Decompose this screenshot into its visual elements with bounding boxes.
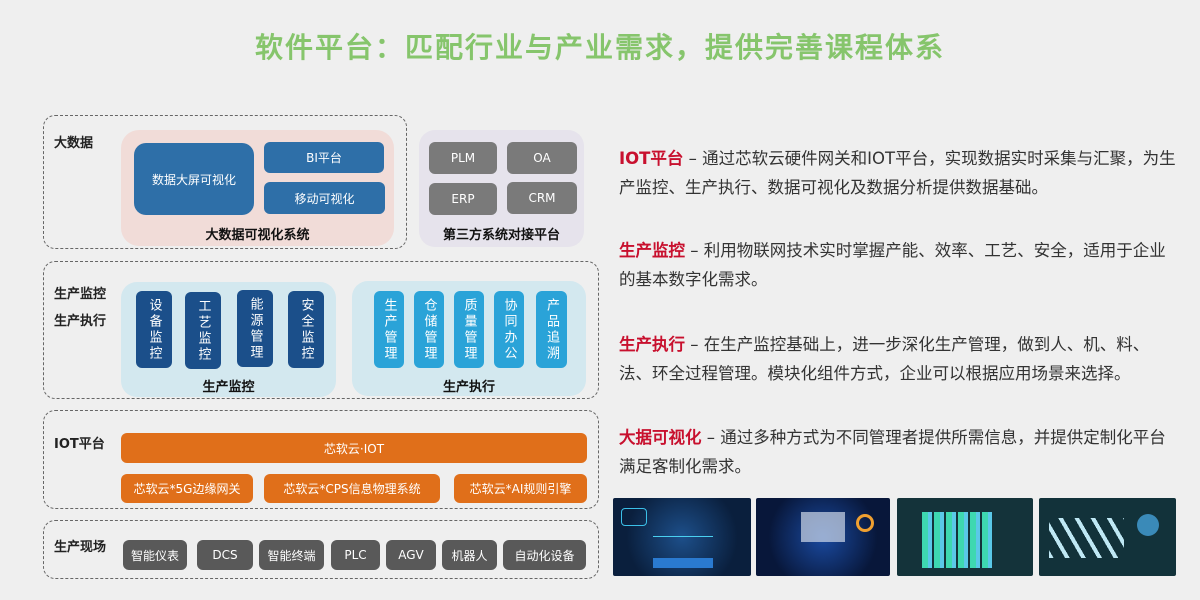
exec-tile-quality: 质量管理 xyxy=(454,291,484,368)
bi-tile: BI平台 xyxy=(264,142,384,173)
monitor-tile-equipment: 设备监控 xyxy=(136,291,172,368)
iot-gateway: 芯软云*5G边缘网关 xyxy=(121,474,253,503)
monitor-tile-process: 工艺监控 xyxy=(185,292,221,369)
iot-layer xyxy=(43,410,599,509)
field-item: 机器人 xyxy=(442,540,497,570)
field-item: 智能仪表 xyxy=(123,540,187,570)
field-item: PLC xyxy=(331,540,380,570)
dashboard-thumbnail-4 xyxy=(1039,498,1176,576)
monitor-tile-energy: 能源管理 xyxy=(237,290,273,367)
big-data-layer xyxy=(43,115,407,249)
desc-text: – 通过芯软云硬件网关和IOT平台，实现数据实时采集与汇聚，为生产监控、生产执行… xyxy=(619,149,1176,197)
desc-viz: 大据可视化 – 通过多种方式为不同管理者提供所需信息，并提供定制化平台满足客制化… xyxy=(619,423,1179,481)
dashboard-thumbnail-1 xyxy=(613,498,751,576)
exec-tile-warehouse: 仓储管理 xyxy=(414,291,444,368)
iot-label: IOT平台 xyxy=(54,437,105,452)
viz-system-caption: 大数据可视化系统 xyxy=(205,228,310,243)
field-layer xyxy=(43,520,599,579)
monitor-caption: 生产监控 xyxy=(202,380,255,395)
desc-term: 生产监控 xyxy=(619,241,685,260)
production-exec-label: 生产执行 xyxy=(54,314,107,329)
field-item: 自动化设备 xyxy=(503,540,586,570)
exec-caption: 生产执行 xyxy=(442,380,495,395)
desc-text: – 在生产监控基础上，进一步深化生产管理，做到人、机、料、法、环全过程管理。模块… xyxy=(619,335,1150,383)
plm-tile: PLM xyxy=(429,142,497,174)
desc-text: – 通过多种方式为不同管理者提供所需信息，并提供定制化平台满足客制化需求。 xyxy=(619,428,1166,476)
exec-tile-collab: 协同办公 xyxy=(494,291,524,368)
iot-cps: 芯软云*CPS信息物理系统 xyxy=(264,474,440,503)
desc-exec: 生产执行 – 在生产监控基础上，进一步深化生产管理，做到人、机、料、法、环全过程… xyxy=(619,330,1179,388)
iot-main-bar: 芯软云·IOT xyxy=(121,433,587,463)
field-item: 智能终端 xyxy=(259,540,324,570)
desc-monitor: 生产监控 – 利用物联网技术实时掌握产能、效率、工艺、安全，适用于企业的基本数字… xyxy=(619,236,1179,294)
desc-iot: IOT平台 – 通过芯软云硬件网关和IOT平台，实现数据实时采集与汇聚，为生产监… xyxy=(619,144,1179,202)
screen-viz-tile: 数据大屏可视化 xyxy=(134,143,254,215)
desc-term: IOT平台 xyxy=(619,149,684,168)
oa-tile: OA xyxy=(507,142,577,174)
exec-tile-production: 生产管理 xyxy=(374,291,404,368)
production-layer xyxy=(43,261,599,399)
field-item: AGV xyxy=(386,540,436,570)
dashboard-thumbnail-3 xyxy=(897,498,1033,576)
third-party-caption: 第三方系统对接平台 xyxy=(442,228,560,243)
desc-text: – 利用物联网技术实时掌握产能、效率、工艺、安全，适用于企业的基本数字化需求。 xyxy=(619,241,1166,289)
big-data-label: 大数据 xyxy=(54,136,94,151)
iot-ai-engine: 芯软云*AI规则引擎 xyxy=(454,474,587,503)
mobile-viz-tile: 移动可视化 xyxy=(264,182,385,214)
field-label: 生产现场 xyxy=(54,540,107,555)
desc-term: 生产执行 xyxy=(619,335,685,354)
desc-term: 大据可视化 xyxy=(619,428,702,447)
field-item: DCS xyxy=(197,540,253,570)
monitor-tile-safety: 安全监控 xyxy=(288,291,324,368)
crm-tile: CRM xyxy=(507,182,577,214)
exec-tile-trace: 产品追溯 xyxy=(536,291,567,368)
page-title: 软件平台：匹配行业与产业需求，提供完善课程体系 xyxy=(254,31,945,64)
erp-tile: ERP xyxy=(429,183,497,215)
production-monitor-label: 生产监控 xyxy=(54,287,107,302)
dashboard-thumbnail-2 xyxy=(756,498,890,576)
